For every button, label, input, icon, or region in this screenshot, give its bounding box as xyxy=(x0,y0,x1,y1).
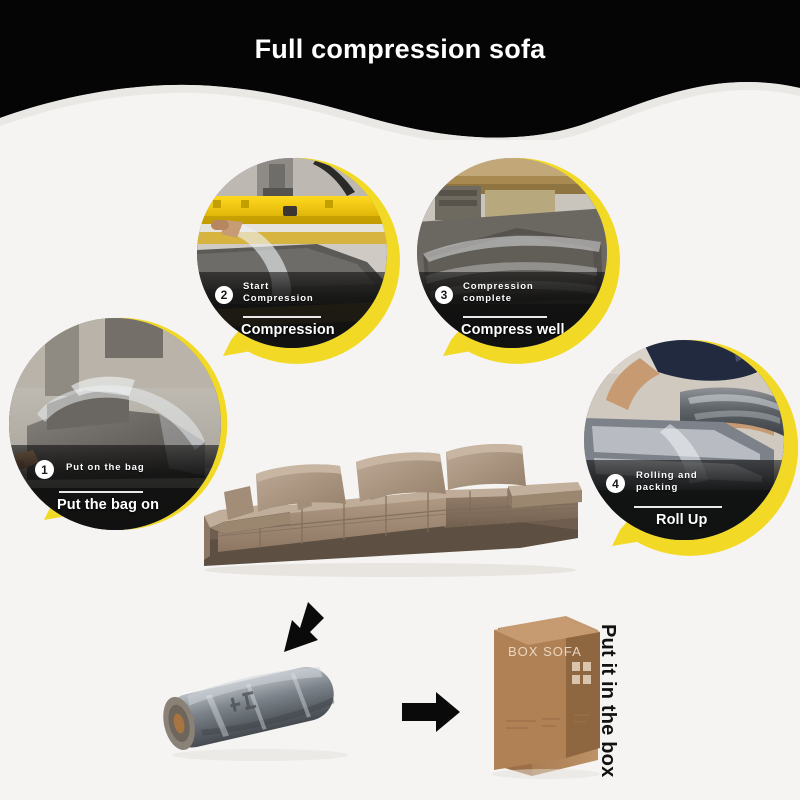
step-2-sub-label: Start Compression xyxy=(243,281,363,305)
rolled-sofa-image xyxy=(148,655,363,765)
step-3-sub-line-2: complete xyxy=(463,292,512,304)
step-4-caption: Roll Up xyxy=(656,512,708,528)
step-card-1[interactable]: 1 Put on the bag Put the bag on xyxy=(0,308,238,540)
step-4-photo-disc: 4 Rolling and packing Roll Up xyxy=(584,340,784,540)
step-1-photo-disc: 1 Put on the bag Put the bag on xyxy=(9,318,221,530)
step-2-badge: 2 xyxy=(215,286,233,304)
product-box-image: BOX SOFA xyxy=(488,608,608,783)
header-banner: Full compression sofa xyxy=(0,0,800,140)
step-1-badge: 1 xyxy=(35,460,54,480)
step-card-3[interactable]: 3 Compression complete Compress well xyxy=(403,152,621,370)
step-4-sub-line-1: Rolling and xyxy=(636,470,698,481)
step-1-divider xyxy=(59,491,143,494)
step-2-caption: Compression xyxy=(241,322,335,338)
step-2-sub-line-2: Compression xyxy=(243,292,314,304)
step-3-sub-line-1: Compression xyxy=(463,281,534,292)
step-1-caption: Put the bag on xyxy=(57,497,160,514)
step-1-number: 1 xyxy=(41,462,48,477)
step-4-label-bar: 4 Rolling and packing Roll Up xyxy=(584,460,784,540)
box-brand-text: BOX SOFA xyxy=(508,644,582,659)
step-4-divider xyxy=(634,506,722,508)
product-sofa-image xyxy=(190,420,590,580)
step-2-photo-disc: 2 Start Compression Compression xyxy=(197,158,387,348)
box-caption: Put it in the box xyxy=(597,624,619,778)
step-3-photo-disc: 3 Compression complete Compress well xyxy=(417,158,607,348)
step-card-2[interactable]: 2 Start Compression Compression xyxy=(183,152,401,370)
arrow-right-icon xyxy=(400,690,462,734)
step-3-sub-label: Compression complete xyxy=(463,281,593,305)
step-3-label-bar: 3 Compression complete Compress well xyxy=(417,272,607,348)
step-2-sub-line-1: Start xyxy=(243,281,270,292)
step-card-4[interactable]: 4 Rolling and packing Roll Up xyxy=(570,334,798,562)
step-4-number: 4 xyxy=(612,476,619,491)
page-title: Full compression sofa xyxy=(254,34,546,64)
step-1-label-bar: 1 Put on the bag Put the bag on xyxy=(9,445,221,530)
step-4-sub-label: Rolling and packing xyxy=(636,470,764,494)
step-1-sub-label: Put on the bag xyxy=(66,462,145,474)
step-2-number: 2 xyxy=(220,288,228,302)
step-3-number: 3 xyxy=(440,288,448,302)
step-2-label-bar: 2 Start Compression Compression xyxy=(197,272,387,348)
step-3-badge: 3 xyxy=(435,286,453,304)
arrow-down-left-icon xyxy=(268,600,326,660)
header-wave-shape xyxy=(0,0,800,140)
step-4-badge: 4 xyxy=(606,474,625,493)
step-3-divider xyxy=(463,316,547,318)
step-4-sub-line-2: packing xyxy=(636,481,679,493)
step-3-caption: Compress well xyxy=(461,322,565,338)
step-2-divider xyxy=(243,316,321,318)
